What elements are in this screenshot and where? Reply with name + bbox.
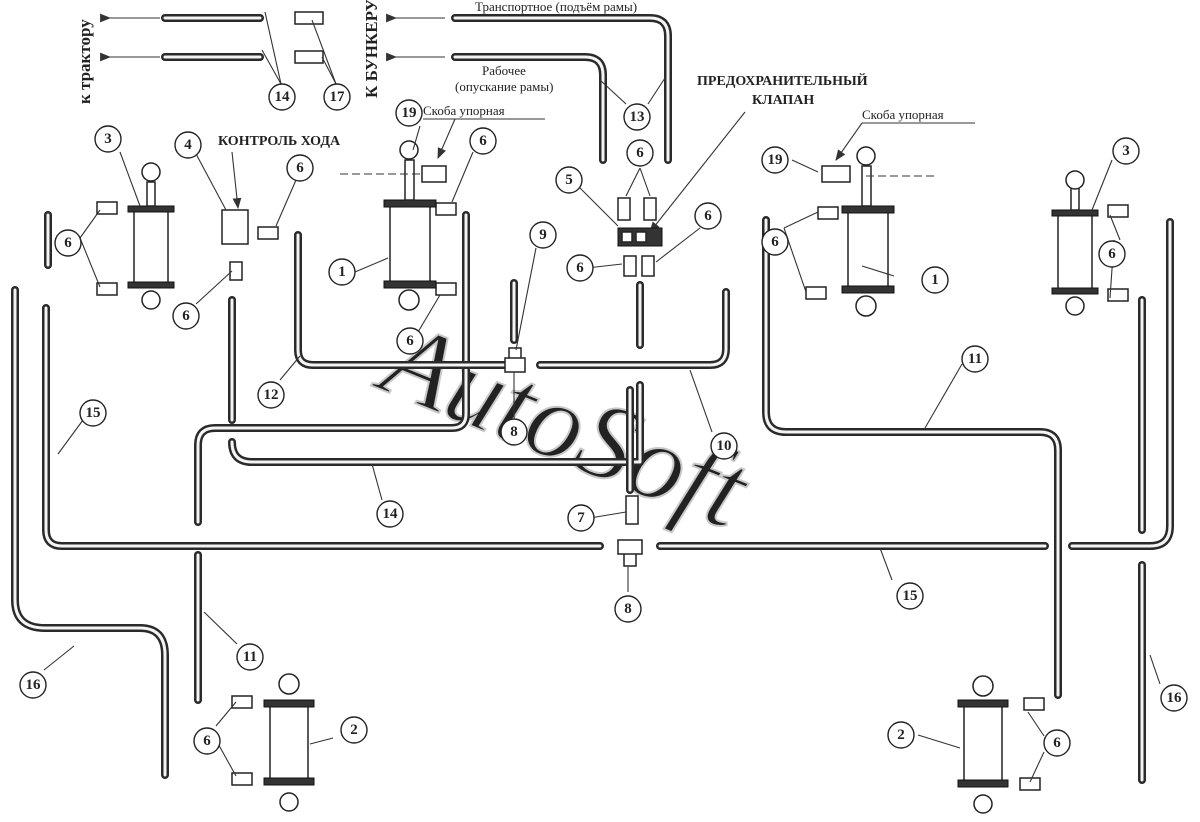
callout-6: 6 bbox=[1098, 240, 1126, 268]
callout-10: 10 bbox=[710, 432, 738, 460]
watermark: AutoSoft bbox=[361, 294, 767, 553]
label-working-2: (опускание рамы) bbox=[455, 79, 553, 94]
svg-text:3: 3 bbox=[1122, 143, 1130, 159]
callout-6: 6 bbox=[626, 139, 654, 167]
callout-6: 6 bbox=[193, 727, 221, 755]
callout-14: 14 bbox=[376, 500, 404, 528]
svg-text:3: 3 bbox=[104, 131, 112, 147]
svg-text:9: 9 bbox=[539, 227, 547, 243]
callout-17: 17 bbox=[323, 83, 351, 111]
label-to-tractor: к трактору bbox=[75, 19, 94, 104]
svg-text:15: 15 bbox=[86, 405, 101, 421]
callout-7: 7 bbox=[567, 504, 595, 532]
label-to-hopper: К БУНКЕРУ bbox=[362, 0, 381, 98]
svg-text:1: 1 bbox=[338, 264, 346, 280]
svg-text:4: 4 bbox=[184, 137, 192, 153]
callout-1: 1 bbox=[921, 266, 949, 294]
svg-text:5: 5 bbox=[565, 172, 573, 188]
svg-text:6: 6 bbox=[479, 133, 487, 149]
svg-text:6: 6 bbox=[64, 235, 72, 251]
svg-text:6: 6 bbox=[636, 145, 644, 161]
label-stroke-control: КОНТРОЛЬ ХОДА bbox=[218, 134, 341, 149]
svg-text:11: 11 bbox=[243, 649, 257, 665]
svg-text:13: 13 bbox=[630, 109, 645, 125]
fittings bbox=[96, 197, 1129, 791]
svg-text:16: 16 bbox=[26, 677, 42, 693]
svg-text:8: 8 bbox=[510, 424, 518, 440]
callout-19: 19 bbox=[761, 146, 789, 174]
callout-6: 6 bbox=[396, 327, 424, 355]
svg-text:6: 6 bbox=[576, 260, 584, 276]
callout-8: 8 bbox=[614, 595, 642, 623]
callout-1: 1 bbox=[328, 258, 356, 286]
callout-6: 6 bbox=[1043, 729, 1071, 757]
cylinder-3-left bbox=[127, 162, 175, 310]
callout-3: 3 bbox=[1112, 137, 1140, 165]
svg-text:8: 8 bbox=[624, 601, 632, 617]
svg-text:6: 6 bbox=[1108, 246, 1116, 262]
callout-3: 3 bbox=[94, 125, 122, 153]
label-stop-bracket-right: Скоба упорная bbox=[862, 107, 944, 122]
callout-6: 6 bbox=[54, 229, 82, 257]
callout-11: 11 bbox=[236, 643, 264, 671]
callout-6: 6 bbox=[286, 154, 314, 182]
svg-text:19: 19 bbox=[402, 105, 417, 121]
svg-text:12: 12 bbox=[264, 387, 279, 403]
leader-lines bbox=[43, 11, 1161, 783]
callout-6: 6 bbox=[761, 228, 789, 256]
svg-text:10: 10 bbox=[717, 438, 732, 454]
callout-19: 19 bbox=[395, 99, 423, 127]
callout-6: 6 bbox=[566, 254, 594, 282]
svg-text:2: 2 bbox=[897, 727, 905, 743]
svg-text:6: 6 bbox=[296, 160, 304, 176]
callout-6: 6 bbox=[469, 127, 497, 155]
callouts: 1 1 2 2 3 3 4 5 6 6 6 6 6 6 6 6 6 6 6 6 … bbox=[19, 83, 1188, 757]
hoses bbox=[11, 211, 1174, 784]
svg-text:6: 6 bbox=[1053, 735, 1061, 751]
svg-text:1: 1 bbox=[931, 272, 939, 288]
callout-4: 4 bbox=[174, 131, 202, 159]
svg-text:7: 7 bbox=[577, 510, 585, 526]
svg-text:6: 6 bbox=[704, 208, 712, 224]
callout-9: 9 bbox=[529, 221, 557, 249]
cylinder-2-left bbox=[263, 673, 315, 812]
svg-text:14: 14 bbox=[275, 89, 291, 105]
callout-8: 8 bbox=[500, 418, 528, 446]
svg-text:2: 2 bbox=[350, 722, 358, 738]
cylinder-1-right bbox=[821, 146, 935, 317]
callout-13: 13 bbox=[623, 103, 651, 131]
svg-text:14: 14 bbox=[383, 506, 399, 522]
label-safety-valve-1: ПРЕДОХРАНИТЕЛЬНЫЙ bbox=[697, 72, 868, 89]
svg-text:6: 6 bbox=[771, 234, 779, 250]
callout-5: 5 bbox=[555, 166, 583, 194]
supply-lines bbox=[100, 11, 672, 164]
svg-text:15: 15 bbox=[903, 588, 918, 604]
svg-text:6: 6 bbox=[182, 308, 190, 324]
cylinder-1-left bbox=[340, 140, 447, 311]
svg-text:6: 6 bbox=[203, 733, 211, 749]
callout-15: 15 bbox=[896, 582, 924, 610]
callout-16: 16 bbox=[19, 671, 47, 699]
label-safety-valve-2: КЛАПАН bbox=[752, 93, 814, 108]
label-working-1: Рабочее bbox=[482, 63, 526, 78]
callout-14: 14 bbox=[268, 83, 296, 111]
callout-12: 12 bbox=[257, 381, 285, 409]
cylinder-3-right bbox=[1051, 170, 1099, 316]
callout-6: 6 bbox=[172, 302, 200, 330]
svg-text:11: 11 bbox=[968, 351, 982, 367]
callout-2: 2 bbox=[887, 721, 915, 749]
cylinder-2-right bbox=[957, 675, 1009, 814]
callout-15: 15 bbox=[79, 399, 107, 427]
callout-6: 6 bbox=[694, 202, 722, 230]
label-stop-bracket-left: Скоба упорная bbox=[423, 103, 505, 118]
callout-16: 16 bbox=[1160, 684, 1188, 712]
svg-text:19: 19 bbox=[768, 152, 783, 168]
callout-2: 2 bbox=[340, 716, 368, 744]
callout-11: 11 bbox=[961, 345, 989, 373]
svg-text:16: 16 bbox=[1167, 690, 1183, 706]
svg-text:17: 17 bbox=[330, 89, 346, 105]
label-transport: Транспортное (подъём рамы) bbox=[475, 0, 637, 14]
svg-text:6: 6 bbox=[406, 333, 414, 349]
